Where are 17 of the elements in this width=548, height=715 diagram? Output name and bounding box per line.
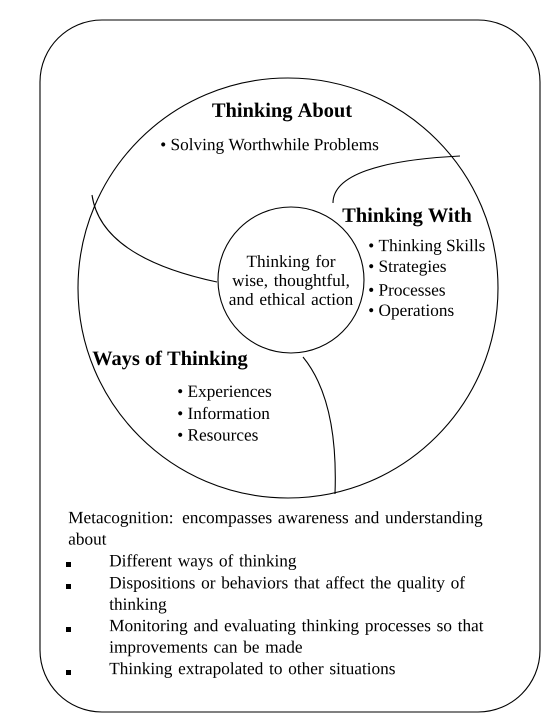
list-item: Dispositions or behaviors that affect the quality of thinking bbox=[66, 576, 466, 614]
heading: Thinking With bbox=[342, 208, 472, 226]
bullet-item: • Resources bbox=[178, 429, 258, 441]
heading: Thinking About bbox=[212, 102, 352, 122]
bullet-item: • Operations bbox=[369, 304, 454, 320]
bullet-item: • Solving Worthwhile Problems bbox=[161, 138, 378, 154]
bullet-item: • Experiences bbox=[178, 385, 272, 401]
bullet-item: • Thinking Skills bbox=[369, 239, 485, 255]
heading: Ways of Thinking bbox=[92, 350, 248, 370]
list-item: Monitoring and evaluating thinking processes so that improvements can be made bbox=[66, 619, 484, 656]
list-item: Thinking extrapolated to other situations bbox=[66, 662, 395, 678]
paragraph: Metacognition: encompasses awareness and understanding about bbox=[68, 511, 482, 545]
bullet-item: • Processes bbox=[369, 284, 445, 296]
center-label: Thinking for wise, thoughtful, and ethical action bbox=[229, 254, 353, 306]
bullet-item: • Information bbox=[178, 406, 270, 420]
list-item: Different ways of thinking bbox=[66, 554, 296, 570]
bullet-item: • Strategies bbox=[369, 260, 446, 276]
